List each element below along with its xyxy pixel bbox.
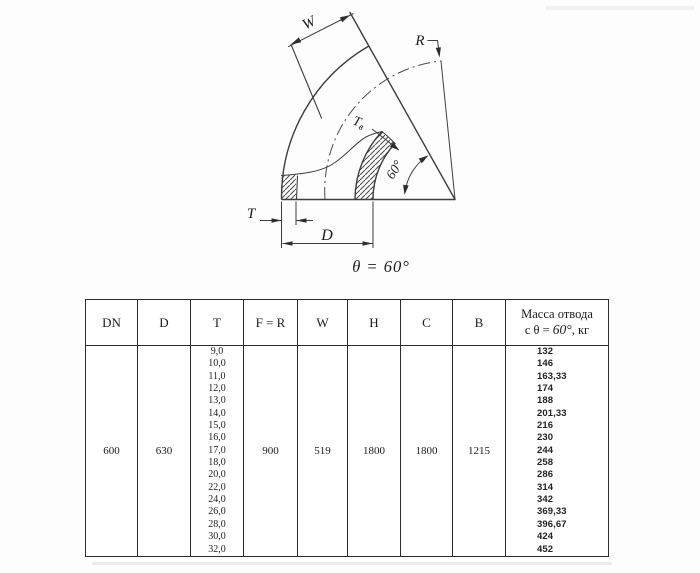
list-item: 26,0 — [208, 506, 226, 518]
scan-artifact — [545, 6, 695, 10]
arrow-icon — [435, 47, 441, 58]
col-header-d: D — [138, 300, 191, 346]
list-item: 132 — [537, 346, 554, 357]
mass-header-line2: с θ = 60°, кг — [524, 321, 590, 337]
value-d: 630 — [138, 346, 191, 556]
scan-artifact — [92, 562, 612, 565]
radius-line — [440, 60, 456, 200]
inner-wall-inner-edge — [372, 142, 396, 200]
angle-60-arc: 60° — [383, 155, 429, 195]
break-line — [281, 130, 396, 176]
list-item: 24,0 — [208, 494, 226, 506]
arrow-icon — [296, 218, 307, 223]
list-item: 17,0 — [208, 444, 226, 456]
list-item: 163,33 — [537, 370, 567, 382]
list-item: 396,67 — [537, 518, 567, 530]
list-item: 14,0 — [208, 407, 226, 419]
value-c: 1800 — [401, 346, 453, 556]
upper-face-line — [349, 11, 456, 201]
list-item: 146 — [537, 358, 554, 370]
t-dimension: T — [247, 201, 313, 248]
list-item: 314 — [537, 481, 554, 493]
inner-wall-outer-edge — [354, 130, 383, 200]
list-item: 452 — [537, 543, 554, 555]
list-item: 15,0 — [208, 420, 226, 432]
d-label: D — [320, 227, 333, 244]
list-item: 20,0 — [208, 469, 226, 481]
list-item: 342 — [537, 494, 554, 506]
r-dimension: R — [414, 33, 441, 58]
w-dimension: W — [287, 13, 354, 48]
arrow-icon — [291, 37, 302, 45]
list-item: 16,0 — [208, 432, 226, 444]
arrow-icon — [282, 241, 293, 246]
elbow-contour — [280, 11, 456, 201]
col-header-c: C — [401, 300, 453, 346]
d-dimension: D — [282, 201, 374, 248]
col-header-w: W — [298, 300, 348, 346]
tv-callout: Тв — [350, 113, 400, 151]
list-item: 9,0 — [210, 346, 224, 357]
tv-label: Тв — [350, 113, 367, 133]
arrow-icon — [362, 241, 373, 246]
value-dn: 600 — [86, 346, 138, 556]
list-item: 424 — [537, 531, 554, 543]
list-item: 188 — [537, 395, 554, 407]
arrow-icon — [339, 15, 350, 23]
angle-label: 60° — [383, 157, 406, 181]
list-item: 18,0 — [208, 457, 226, 469]
list-item: 369,33 — [537, 506, 567, 518]
list-item: 258 — [537, 457, 554, 469]
list-item: 201,33 — [537, 407, 567, 419]
arrow-icon — [418, 155, 429, 164]
list-item: 11,0 — [208, 370, 226, 382]
list-item: 244 — [537, 444, 554, 456]
hatch-section-inner-wall — [355, 131, 395, 199]
col-header-b: B — [453, 300, 506, 346]
list-item: 10,0 — [208, 358, 226, 370]
col-header-mass: Масса отвода с θ = 60°, кг — [506, 300, 608, 346]
value-b: 1215 — [453, 346, 506, 556]
list-item: 286 — [537, 469, 554, 481]
col-header-dn: DN — [86, 300, 138, 346]
list-item: 32,0 — [208, 543, 226, 555]
col-header-h: H — [348, 300, 401, 346]
arrow-icon — [403, 184, 409, 195]
centerline-arc — [324, 60, 442, 200]
theta-caption: θ = 60° — [352, 257, 410, 276]
list-item: 28,0 — [208, 518, 226, 530]
mass-header-line1: Масса отвода — [521, 307, 593, 322]
list-item: 13,0 — [208, 395, 226, 407]
hatch-section-outer-wall — [281, 174, 296, 199]
list-item: 174 — [537, 383, 554, 395]
list-item: 230 — [537, 432, 554, 444]
col-header-fr: F = R — [244, 300, 298, 346]
value-w: 519 — [298, 346, 348, 556]
value-h: 1800 — [348, 346, 401, 556]
r-label: R — [414, 33, 424, 49]
arrow-icon — [271, 218, 282, 223]
bore-left-edge — [295, 175, 299, 200]
elbow-technical-drawing: W R Тв 60° T — [247, 11, 456, 276]
t-label: T — [247, 206, 257, 222]
list-item: 216 — [537, 420, 554, 432]
tangent-left-edge — [290, 43, 323, 119]
dimensions-table: DN D T F = R W H C B Масса отвода с θ = … — [85, 299, 609, 557]
value-fr: 900 — [244, 346, 298, 556]
col-header-t: T — [191, 300, 244, 346]
list-item: 30,0 — [208, 531, 226, 543]
list-item: 22,0 — [208, 481, 226, 493]
w-label: W — [300, 13, 320, 34]
list-item: 12,0 — [208, 383, 226, 395]
arrow-icon — [389, 142, 400, 151]
